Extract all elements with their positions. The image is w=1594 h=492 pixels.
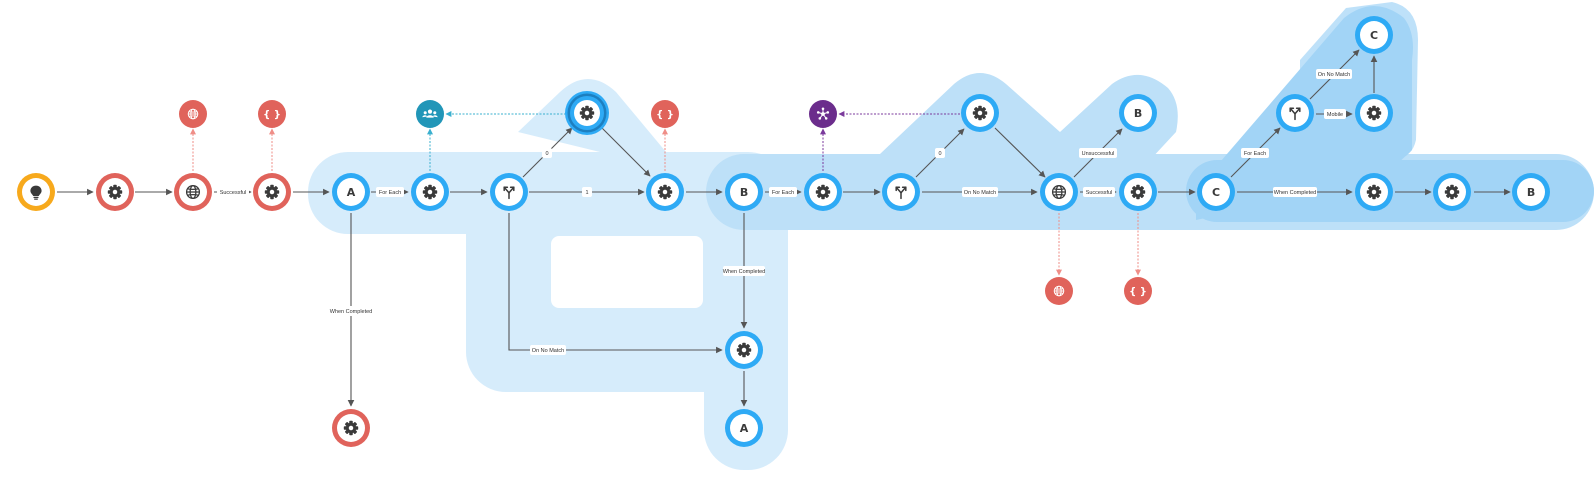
svg-text:B: B [740,186,748,199]
gear-icon [422,184,438,200]
gear-icon [1130,184,1146,200]
action-node-blue-mobile[interactable] [1355,94,1393,132]
gear-icon [657,184,673,200]
action-node-blue-5[interactable] [1355,173,1393,211]
svg-text:A: A [740,422,749,435]
edge-label-for-each-3: For Each [1241,148,1269,158]
svg-text:When Completed: When Completed [330,309,373,315]
group-regions [308,2,1594,470]
aux-web-node-2[interactable] [1045,277,1073,305]
gear-icon [972,105,988,121]
branch-node-2[interactable] [882,173,920,211]
region-group-a [308,79,788,470]
edge-label-when-completed-1: When Completed [330,306,373,316]
svg-text:Mobile: Mobile [1327,112,1343,118]
aux-json-node-1[interactable]: { } [258,100,286,128]
group-node-b-end[interactable]: B [1512,173,1550,211]
branch-node-3[interactable] [1276,94,1314,132]
braces-icon: { } [1129,287,1147,298]
edge-label-mobile: Mobile [1324,109,1346,119]
aux-hub-node[interactable] [809,100,837,128]
gear-icon [815,184,831,200]
edge-label-for-each-2: For Each [769,187,797,197]
svg-text:0: 0 [545,151,548,157]
action-node-red-1[interactable] [96,173,134,211]
action-node-blue-6[interactable] [1433,173,1471,211]
svg-text:Successful: Successful [220,190,247,196]
svg-text:C: C [1212,186,1220,199]
svg-text:When Completed: When Completed [723,269,766,275]
svg-text:When Completed: When Completed [1274,190,1317,196]
edge-top-action-to-web [994,127,1046,178]
svg-text:A: A [347,186,356,199]
gear-icon [1366,105,1382,121]
svg-text:For Each: For Each [1244,151,1266,157]
gear-icon [343,420,359,436]
group-node-b[interactable]: B [725,173,763,211]
trigger-node[interactable] [17,173,55,211]
action-node-blue-2[interactable] [646,173,684,211]
group-node-c-top[interactable]: C [1355,16,1393,54]
edge-branch-on-no-match [508,213,723,354]
edge-label-when-completed-3: When Completed [1273,187,1317,197]
svg-text:On No Match: On No Match [964,190,996,196]
gear-icon [736,342,752,358]
svg-text:B: B [1134,107,1142,120]
edge-label-zero-2: 0 [935,148,945,158]
group-node-a-bottom[interactable]: A [725,409,763,447]
gear-icon [107,184,123,200]
nodes: { } { } { } A [17,16,1550,447]
branch-node-1[interactable] [490,173,528,211]
gear-icon [264,184,280,200]
action-node-blue-selected[interactable] [565,91,609,135]
svg-text:B: B [1527,186,1535,199]
action-node-red-2[interactable] [253,173,291,211]
svg-text:0: 0 [938,151,941,157]
web-request-node-red[interactable] [174,173,212,211]
edge-label-one: 1 [582,187,592,197]
braces-icon: { } [656,110,674,121]
svg-text:Unsuccessful: Unsuccessful [1082,151,1115,157]
edge-label-when-completed-2: When Completed [723,266,766,276]
edge-label-successful-2: Successful [1083,187,1115,197]
edges [57,49,1511,407]
edge-label-for-each-1: For Each [376,187,404,197]
edge-label-unsuccessful: Unsuccessful [1079,148,1117,158]
group-node-b-top[interactable]: B [1119,94,1157,132]
group-node-c[interactable]: C [1197,173,1235,211]
action-node-red-bottom[interactable] [332,409,370,447]
gear-icon [1366,184,1382,200]
action-node-blue-4[interactable] [1119,173,1157,211]
action-node-blue-1[interactable] [411,173,449,211]
action-node-blue-low[interactable] [725,331,763,369]
edge-label-successful-1: Successful [217,187,249,197]
group-node-a[interactable]: A [332,173,370,211]
svg-text:Successful: Successful [1086,190,1113,196]
edge-labels: Successful For Each 0 1 When Completed O… [217,69,1352,355]
aux-web-node-1[interactable] [179,100,207,128]
aux-people-node[interactable] [416,100,444,128]
web-request-node-blue[interactable] [1040,173,1078,211]
action-node-blue-top[interactable] [961,94,999,132]
svg-text:On No Match: On No Match [532,348,564,354]
svg-text:C: C [1370,29,1378,42]
svg-text:For Each: For Each [772,190,794,196]
aux-json-node-3[interactable]: { } [1124,277,1152,305]
edge-label-on-no-match-3: On No Match [1316,69,1352,79]
edge-label-on-no-match-1: On No Match [530,345,566,355]
gear-icon [579,105,595,121]
gear-icon [1444,184,1460,200]
svg-text:For Each: For Each [379,190,401,196]
edge-top-action-to-action [601,127,651,177]
edge-label-zero-1: 0 [542,148,552,158]
action-node-blue-3[interactable] [804,173,842,211]
edge-label-on-no-match-2: On No Match [962,187,998,197]
aux-json-node-2[interactable]: { } [651,100,679,128]
svg-text:On No Match: On No Match [1318,72,1350,78]
svg-text:1: 1 [585,190,588,196]
braces-icon: { } [263,110,281,121]
dashed-edges [190,111,1141,276]
